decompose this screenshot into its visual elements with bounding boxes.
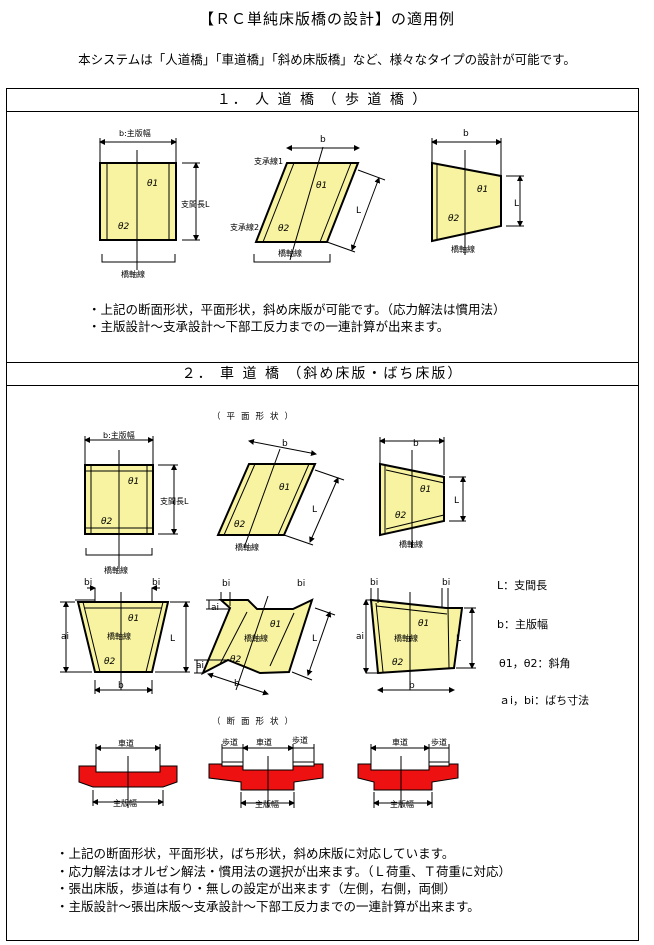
- intro-text: 本システムは「人道橋」「車道橋」「斜め床版橋」など、様々なタイプの設計が可能です…: [78, 52, 576, 67]
- s2f-ai: ai: [356, 632, 364, 642]
- s1c-L: L: [514, 199, 519, 209]
- s1b-support2: 支承線2: [230, 222, 259, 232]
- s2c-b: b: [413, 439, 419, 449]
- s2b-b: b: [282, 439, 288, 449]
- section2-bullet: ・上記の断面形状，平面形状，ばち形状，斜め床版に対応しています。: [56, 846, 455, 861]
- s1-taper-slab: [431, 138, 524, 255]
- s2a-axis-label: 橋軸線: [104, 565, 128, 575]
- s1a-b-label: b:主版幅: [119, 128, 151, 138]
- s2d-ai: ai: [61, 632, 69, 642]
- s2-bachi-slab-1: [60, 585, 190, 694]
- s2d-theta1: θ1: [128, 614, 139, 624]
- s2f-b: b: [409, 681, 415, 691]
- s2g-roadway: 車道: [118, 738, 134, 748]
- section1-heading: １． 人 道 橋 （ 歩 道 橋 ）: [6, 88, 639, 112]
- s2e-L: L: [312, 634, 317, 644]
- s1b-theta1: θ1: [316, 181, 327, 191]
- s2e-ai-bottom: ai: [196, 661, 204, 671]
- s2c-theta2: θ2: [395, 511, 407, 521]
- s1c-theta1: θ1: [477, 185, 488, 195]
- section1-bullets: ・上記の断面形状，平面形状，斜め床版が可能です。（応力解法は慣用法） ・主版設計…: [88, 301, 506, 335]
- s2h-roadway: 車道: [256, 737, 272, 747]
- section1-bullet: ・上記の断面形状，平面形状，斜め床版が可能です。（応力解法は慣用法）: [88, 302, 506, 317]
- s2e-ai-top: ai: [211, 603, 219, 613]
- s2a-span-label: 支間長L: [160, 496, 189, 506]
- s2f-theta2: θ2: [392, 658, 404, 668]
- s1a-axis-label: 橋軸線: [121, 269, 145, 279]
- s2e-bi-left: bi: [222, 579, 230, 589]
- s2d-axis-label: 橋軸線: [107, 631, 131, 641]
- s2-taper-slab: [379, 437, 466, 548]
- s2-section-roadway: [78, 744, 178, 808]
- s2b-axis-label: 橋軸線: [235, 542, 259, 552]
- s2e-theta2: θ2: [230, 655, 242, 665]
- section2-bullet: ・主版設計～張出床版～支承設計～下部工反力までの一連計算が出来ます。: [56, 898, 480, 914]
- section2-heading: ２． 車 道 橋 （斜め床版・ばち床版）: [6, 362, 639, 386]
- s2b-theta1: θ1: [279, 483, 290, 493]
- s2i-roadway: 車道: [392, 737, 408, 747]
- section-caption: （断面形状）: [212, 717, 300, 727]
- s2e-b: b: [234, 679, 240, 689]
- legend: L：支間長 b：主版幅 θ1，θ2：斜角 ａi，bi：ばち寸法: [497, 577, 627, 707]
- s1b-support1: 支承線1: [254, 156, 283, 166]
- s1c-axis-label: 橋軸線: [451, 244, 475, 254]
- s2c-theta1: θ1: [420, 485, 431, 495]
- s2d-bi-right: bi: [152, 578, 160, 588]
- s2f-theta1: θ1: [418, 619, 429, 629]
- s2h-sidewalk-left: 歩道: [222, 737, 238, 747]
- plan-caption: （平面形状）: [212, 412, 300, 422]
- page-title: 【ＲＣ単純床版橋の設計】の適用例: [198, 10, 455, 28]
- section1-bullet: ・主版設計～支承設計～下部工反力までの一連計算が出来ます。: [88, 319, 450, 334]
- s2-bachi-slab-2: [194, 592, 336, 696]
- s1c-b: b: [463, 129, 469, 139]
- s2i-sidewalk: 歩道: [431, 737, 447, 747]
- s2-rect-slab: [84, 436, 178, 568]
- s1-skew-slab: [253, 145, 386, 263]
- s2-section-one-sidewalk: [357, 744, 459, 808]
- s2d-b: b: [118, 681, 124, 691]
- s2e-axis-label: 橋軸線: [244, 633, 268, 643]
- s2h-sidewalk-right: 歩道: [292, 735, 308, 745]
- s2f-bi-left: bi: [370, 578, 378, 588]
- s2c-axis-label: 橋軸線: [399, 539, 423, 549]
- s2-bachi-slab-3: [363, 588, 476, 693]
- s1a-span-label: 支間長L: [181, 199, 210, 209]
- s2f-axis-label: 橋軸線: [394, 633, 418, 643]
- section2-bullet: ・張出床版，歩道は有り・無しの設定が出来ます（左側，右側，両側）: [56, 881, 457, 896]
- legend-item: θ1，θ2：斜角: [499, 657, 571, 670]
- s2-skew-slab: [216, 439, 345, 549]
- s1b-b: b: [320, 135, 326, 145]
- s1a-theta2: θ2: [118, 222, 130, 232]
- s2g-main-width: 主版幅: [113, 798, 137, 808]
- legend-item: ａi，bi：ばち寸法: [499, 694, 590, 707]
- legend-item: L：支間長: [497, 579, 548, 592]
- s2b-L: L: [312, 505, 317, 515]
- s2a-b-label: b:主版幅: [103, 430, 135, 440]
- section2-bullet: ・応力解法はオルゼン解法・慣用法の選択が出来ます。（Ｌ荷重、Ｔ荷重に対応）: [56, 863, 512, 879]
- s2i-main-width: 主版幅: [390, 799, 414, 809]
- s2d-bi-left: bi: [84, 578, 92, 588]
- s2-section-sidewalks: [208, 744, 324, 808]
- s1-rect-slab: [99, 138, 200, 270]
- s1c-theta2: θ2: [448, 214, 460, 224]
- s1b-theta2: θ2: [278, 224, 290, 234]
- s2a-theta1: θ1: [128, 477, 139, 487]
- s2d-L: L: [170, 634, 175, 644]
- section2-bullets: ・上記の断面形状，平面形状，ばち形状，斜め床版に対応しています。 ・応力解法はオ…: [56, 845, 511, 915]
- s1a-theta1: θ1: [147, 179, 158, 189]
- s2f-L: L: [456, 634, 461, 644]
- s2a-theta2: θ2: [101, 517, 113, 527]
- s2e-theta1: θ1: [270, 620, 281, 630]
- s2b-theta2: θ2: [234, 520, 246, 530]
- s2c-L: L: [454, 496, 459, 506]
- s2h-main-width: 主版幅: [255, 799, 279, 809]
- s2f-bi-right: bi: [442, 578, 450, 588]
- s1b-L: L: [356, 206, 361, 216]
- s2e-bi-right: bi: [297, 579, 305, 589]
- s2d-theta2: θ2: [104, 657, 116, 667]
- legend-item: b：主版幅: [497, 618, 548, 631]
- s1b-axis-label: 橋軸線: [278, 248, 302, 258]
